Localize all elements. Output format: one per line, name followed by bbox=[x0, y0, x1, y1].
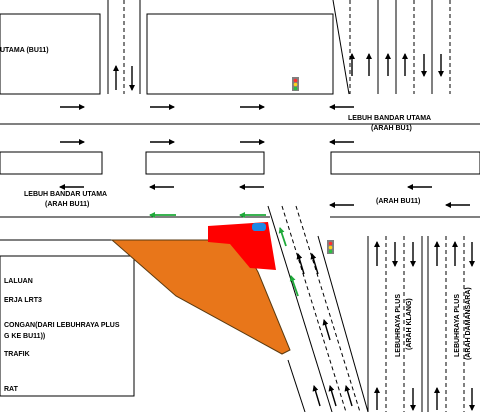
label-right-upper-1: LEBUH BANDAR UTAMA bbox=[348, 115, 431, 122]
legend-entry: CONGAN(DARI LEBUHRAYA PLUS bbox=[4, 322, 120, 329]
label-damansara-2: (ARAH DAMANSARA) bbox=[465, 287, 472, 360]
legend-entry: G KE BU11)) bbox=[4, 333, 45, 340]
label-right-upper-2: (ARAH BU1) bbox=[371, 125, 412, 132]
traffic-arrows bbox=[59, 53, 475, 411]
blue-mark bbox=[252, 223, 266, 231]
legend-entry: LALUAN bbox=[4, 278, 33, 285]
diversion-arrows bbox=[149, 212, 299, 297]
road-labels: UTAMA (BU11) LEBUH BANDAR UTAMA (ARAH BU… bbox=[0, 47, 472, 360]
label-top-left-block: UTAMA (BU11) bbox=[0, 47, 49, 54]
median-right bbox=[330, 151, 480, 175]
traffic-light-top bbox=[292, 77, 299, 91]
median-left-1 bbox=[0, 151, 103, 175]
block-top-center bbox=[146, 13, 334, 95]
block-top-left bbox=[0, 13, 101, 95]
legend-entry: TRAFIK bbox=[4, 351, 30, 358]
traffic-light-lower bbox=[327, 240, 334, 254]
label-left-lower-1: LEBUH BANDAR UTAMA bbox=[24, 191, 107, 198]
legend-entry: ERJA LRT3 bbox=[4, 297, 42, 304]
legend-entry: RAT bbox=[4, 386, 19, 393]
legend-box bbox=[0, 255, 135, 397]
label-damansara-1: LEBUHRAYA PLUS bbox=[454, 294, 461, 357]
red-block bbox=[208, 222, 276, 270]
label-left-lower-2: (ARAH BU11) bbox=[45, 201, 89, 208]
legend-entries: LALUAN ERJA LRT3 CONGAN(DARI LEBUHRAYA P… bbox=[4, 278, 120, 393]
label-klang-2: (ARAH KLANG) bbox=[406, 298, 413, 350]
median-left-2 bbox=[145, 151, 265, 175]
label-klang-1: LEBUHRAYA PLUS bbox=[395, 294, 402, 357]
label-right-lower: (ARAH BU11) bbox=[376, 198, 420, 205]
